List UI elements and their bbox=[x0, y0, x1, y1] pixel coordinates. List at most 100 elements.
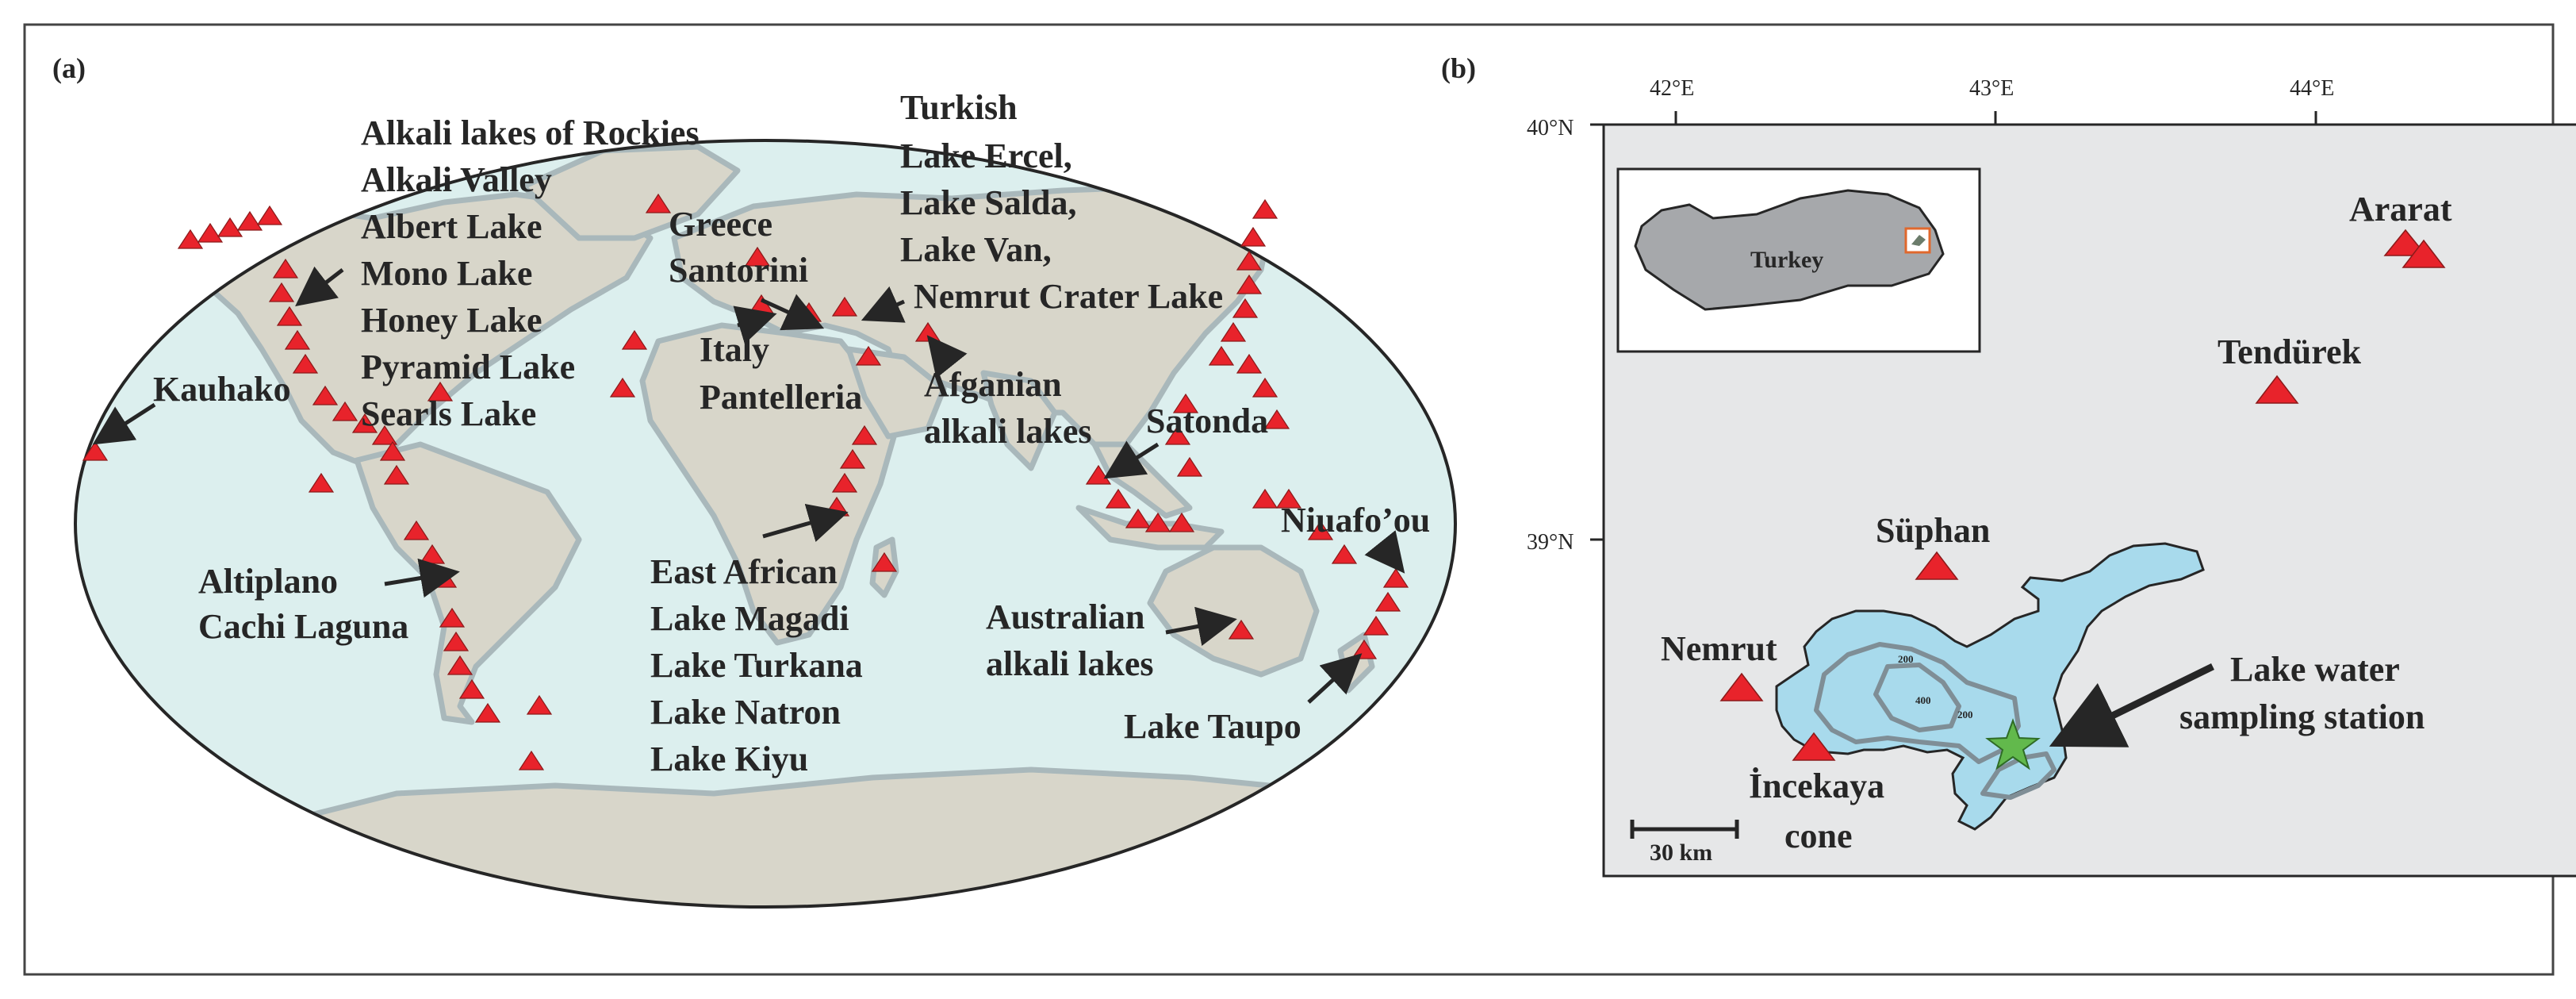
volcano-marker bbox=[292, 353, 319, 374]
volcano-marker bbox=[518, 750, 545, 770]
volcano-marker bbox=[744, 246, 771, 267]
volcano-marker bbox=[1176, 456, 1203, 477]
arrow-nemrut bbox=[861, 286, 906, 323]
depth-label-200: 200 bbox=[1898, 653, 1914, 665]
volcano-marker bbox=[645, 193, 672, 213]
volcano-marker bbox=[403, 520, 430, 540]
contour-200-east bbox=[1980, 751, 2057, 800]
label-lake-kiyu: Lake Kiyu bbox=[650, 740, 808, 778]
label-sampling-station: sampling station bbox=[2179, 697, 2425, 736]
volcano-marker bbox=[439, 607, 466, 628]
scale-bar bbox=[1630, 820, 1739, 839]
volcano-marker bbox=[236, 210, 263, 231]
arrow-altiplano bbox=[384, 558, 460, 598]
volcano-tendurek bbox=[2255, 375, 2299, 404]
sampling-station-star bbox=[1985, 718, 2041, 770]
volcano-marker bbox=[1232, 298, 1259, 318]
volcano-marker bbox=[427, 381, 454, 402]
arrow-italy bbox=[733, 305, 777, 344]
volcano-marker bbox=[308, 472, 335, 493]
turkey-inset: Turkey bbox=[1616, 167, 1981, 353]
volcano-marker bbox=[443, 631, 470, 651]
volcano-marker bbox=[1240, 226, 1267, 247]
lat-tick-40: 40°N bbox=[1527, 116, 1574, 140]
label-altiplano: Altiplano bbox=[198, 562, 338, 601]
label-afganian: Afganian bbox=[924, 365, 1062, 404]
volcano-marker bbox=[1307, 520, 1334, 540]
volcano-marker bbox=[351, 413, 378, 433]
volcano-marker bbox=[197, 222, 224, 243]
volcano-marker bbox=[1263, 409, 1290, 429]
scale-label: 30 km bbox=[1650, 840, 1712, 866]
label-albert-lake: Albert Lake bbox=[361, 207, 542, 246]
volcano-marker bbox=[272, 258, 299, 279]
label-kauhako: Kauhako bbox=[153, 370, 291, 409]
lake-van bbox=[1775, 542, 2205, 831]
label-honey-lake: Honey Lake bbox=[361, 301, 542, 340]
volcano-marker bbox=[82, 440, 109, 461]
volcano-marker bbox=[1236, 353, 1263, 374]
volcano-marker bbox=[371, 425, 398, 445]
lat-tick-39: 39°N bbox=[1527, 530, 1574, 555]
volcano-suphan bbox=[1915, 551, 1959, 580]
depth-label-200b: 200 bbox=[1957, 709, 1973, 720]
volcano-marker bbox=[855, 345, 882, 366]
volcano-marker bbox=[621, 329, 648, 350]
label-australian: Australian bbox=[986, 597, 1144, 636]
label-pyramid-lake: Pyramid Lake bbox=[361, 348, 575, 386]
label-lake-ercel: Lake Ercel, bbox=[900, 136, 1072, 175]
volcano-marker bbox=[1105, 488, 1132, 509]
label-nemrut-crater: Nemrut Crater Lake bbox=[914, 277, 1223, 316]
globe-outline bbox=[74, 139, 1457, 909]
volcano-marker bbox=[1382, 567, 1409, 588]
volcano-marker bbox=[383, 464, 410, 485]
depth-label-400: 400 bbox=[1915, 694, 1931, 706]
volcano-marker bbox=[458, 678, 485, 699]
label-satonda: Satonda bbox=[1146, 402, 1268, 440]
volcano-incekaya bbox=[1792, 732, 1836, 761]
arrow-australian bbox=[1165, 606, 1237, 646]
volcano-marker bbox=[1252, 198, 1278, 219]
inset-label-turkey: Turkey bbox=[1750, 247, 1823, 273]
volcano-marker bbox=[1125, 508, 1152, 528]
label-ararat: Ararat bbox=[2349, 190, 2452, 229]
lon-tick-44: 44°E bbox=[2290, 76, 2334, 101]
land-africa bbox=[639, 322, 899, 646]
label-italy: Italy bbox=[700, 330, 769, 369]
world-map: Alkali lakes of Rockies Alkali Valley Al… bbox=[74, 88, 1457, 909]
volcano-marker bbox=[839, 448, 866, 469]
volcano-marker bbox=[1363, 615, 1390, 636]
label-pantelleria: Pantelleria bbox=[700, 378, 862, 417]
arrow-taupo bbox=[1307, 653, 1363, 704]
label-santorini: Santorini bbox=[669, 251, 808, 290]
turkey-shape bbox=[1634, 189, 1945, 311]
label-lake-van: Lake Van, bbox=[900, 230, 1052, 269]
label-east-african: East African bbox=[650, 552, 838, 591]
volcano-marker bbox=[1144, 512, 1171, 532]
arrow-afganian bbox=[926, 335, 968, 378]
label-lake-turkana: Lake Turkana bbox=[650, 646, 863, 685]
label-mono-lake: Mono Lake bbox=[361, 254, 532, 293]
volcano-marker bbox=[1220, 321, 1247, 342]
arrow-santorini bbox=[760, 294, 825, 331]
volcano-ararat bbox=[2383, 229, 2428, 256]
volcano-marker bbox=[1252, 488, 1278, 509]
label-lake-taupo: Lake Taupo bbox=[1124, 707, 1301, 746]
volcano-marker bbox=[332, 401, 358, 421]
volcano-marker bbox=[1236, 250, 1263, 271]
volcano-marker bbox=[177, 229, 204, 249]
label-nemrut: Nemrut bbox=[1661, 629, 1777, 668]
label-alkali-valley: Alkali Valley bbox=[361, 160, 552, 199]
volcano-marker bbox=[1236, 274, 1263, 294]
label-turkish: Turkish bbox=[900, 88, 1018, 127]
volcano-marker bbox=[1208, 345, 1235, 366]
label-lake-salda: Lake Salda, bbox=[900, 183, 1077, 222]
local-map: 42°E 43°E 44°E 40°N 39°N Turkey 200 400 … bbox=[1527, 76, 2576, 878]
volcano-marker bbox=[1164, 425, 1191, 445]
volcano-nemrut bbox=[1719, 672, 1764, 701]
label-niuafoou: Niuafo’ou bbox=[1281, 501, 1430, 540]
volcano-ararat-2 bbox=[2402, 239, 2446, 268]
arrow-mono bbox=[295, 266, 344, 307]
volcano-marker bbox=[276, 305, 303, 326]
